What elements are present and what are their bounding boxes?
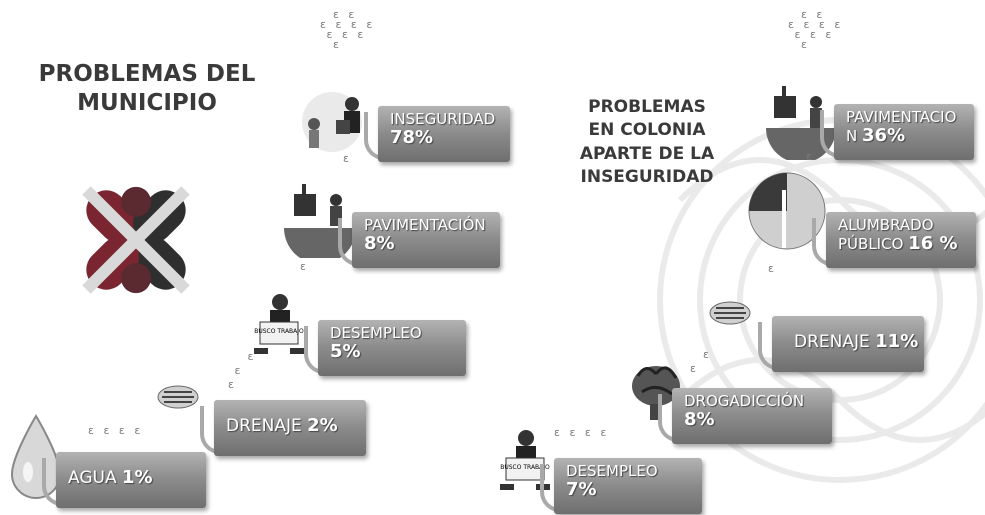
item-label: DROGADICCIÓN [684,392,805,410]
plate-desempleo: DESEMPLEO 5% [304,320,466,376]
plate-pavimentacion-right: PAVIMENTACIO N 36% [820,104,974,160]
municipal-logo-icon [82,186,190,294]
item-value: 2% [307,415,338,436]
colonia-title: PROBLEMAS EN COLONIA APARTE DE LA INSEGU… [562,96,732,190]
plate-text: DESEMPLEO 5% [330,324,460,363]
plate-curl [42,458,68,506]
job-seeker-icon: BUSCO TRABAJO [254,294,304,354]
item-value: 7% [566,479,597,501]
plate-curl [540,464,566,512]
item-label: DRENAJE [226,416,302,436]
plate-text: PAVIMENTACIO N 36% [846,108,968,147]
item-value: 8% [684,409,715,431]
municipio-title-line2: MUNICIPIO [77,90,217,117]
item-label: DRENAJE [794,332,870,352]
plate-curl [658,394,684,442]
plate-curl [338,218,364,266]
colonia-title-line1: PROBLEMAS [588,97,706,117]
plate-text: INSEGURIDAD 78% [390,110,504,149]
plate-drenaje-left: DRENAJE 2% [200,400,366,456]
plate-text: AGUA 1% [68,467,200,489]
plate-text: DESEMPLEO 7% [566,462,696,501]
item-label: DESEMPLEO [566,462,658,480]
plate-curl [758,322,784,370]
municipio-title-line1: PROBLEMAS DEL [38,61,256,87]
sign-text: BUSCO TRABAJO [254,328,304,335]
plate-drenaje-right: DRENAJE 11% [758,316,924,372]
plate-desempleo-right: DESEMPLEO 7% [540,458,702,514]
item-value: 11% [875,331,919,352]
plate-text: DRENAJE 11% [794,331,919,353]
item-value: 8% [364,233,395,255]
plate-bg [318,320,466,376]
item-label: PAVIMENTACIÓN [364,216,486,234]
plate-curl [304,326,330,374]
item-value: 36% [862,125,906,147]
item-value: 5% [330,341,361,363]
municipio-title: PROBLEMAS DEL MUNICIPIO [22,60,272,119]
plate-bg [672,388,832,444]
item-value: 1% [121,467,153,488]
colonia-title-line2: EN COLONIA [588,120,706,141]
plate-inseguridad: INSEGURIDAD 78% [364,106,510,162]
footprints: ε ε ε ε [554,426,610,439]
plate-bg [56,452,206,508]
plate-bg [834,104,974,160]
footprints: ε [806,150,815,163]
plate-agua: AGUA 1% [42,452,206,508]
plate-pavimentacion: PAVIMENTACIÓN 8% [338,212,500,268]
item-value: 78% [390,127,434,149]
plate-bg [826,212,976,268]
plate-drogadiccion: DROGADICCIÓN 8% [658,388,832,444]
plate-bg [772,316,924,372]
sign-text: BUSCO TRABAJO [500,464,550,471]
drain-icon [157,385,199,409]
item-label-line2: N [846,127,858,146]
item-label: AGUA [68,468,117,488]
footprints: ε [343,152,352,165]
drain-icon [709,301,751,325]
plate-bg [378,106,510,162]
plate-text: DROGADICCIÓN 8% [684,392,826,431]
colonia-title-line4: INSEGURIDAD [580,167,714,188]
item-label-line1: PAVIMENTACIO [846,108,957,126]
item-label: DESEMPLEO [330,324,422,342]
item-value: 16 % [908,233,958,255]
item-label: INSEGURIDAD [390,110,496,128]
footprints: ε [768,262,777,275]
footprints: ε ε ε ε [88,424,144,437]
plate-curl [200,406,226,454]
plate-curl [364,112,390,160]
plate-text: DRENAJE 2% [226,415,360,437]
plate-bg [352,212,500,268]
item-label-line1: ALUMBRADO [838,216,934,234]
plate-text: ALUMBRADO PÚBLICO 16 % [838,216,970,255]
plate-bg [554,458,702,514]
item-label-line2: PÚBLICO [838,235,904,254]
plate-curl [812,218,838,266]
insecurity-icon [302,92,362,152]
plate-bg [214,400,366,456]
plate-curl [820,110,846,158]
plate-text: PAVIMENTACIÓN 8% [364,216,494,255]
plate-alumbrado: ALUMBRADO PÚBLICO 16 % [812,212,976,268]
streetlight-icon [748,172,826,250]
footprints: ε [300,260,309,273]
paving-icon [766,86,836,160]
colonia-title-line3: APARTE DE LA [579,143,715,164]
